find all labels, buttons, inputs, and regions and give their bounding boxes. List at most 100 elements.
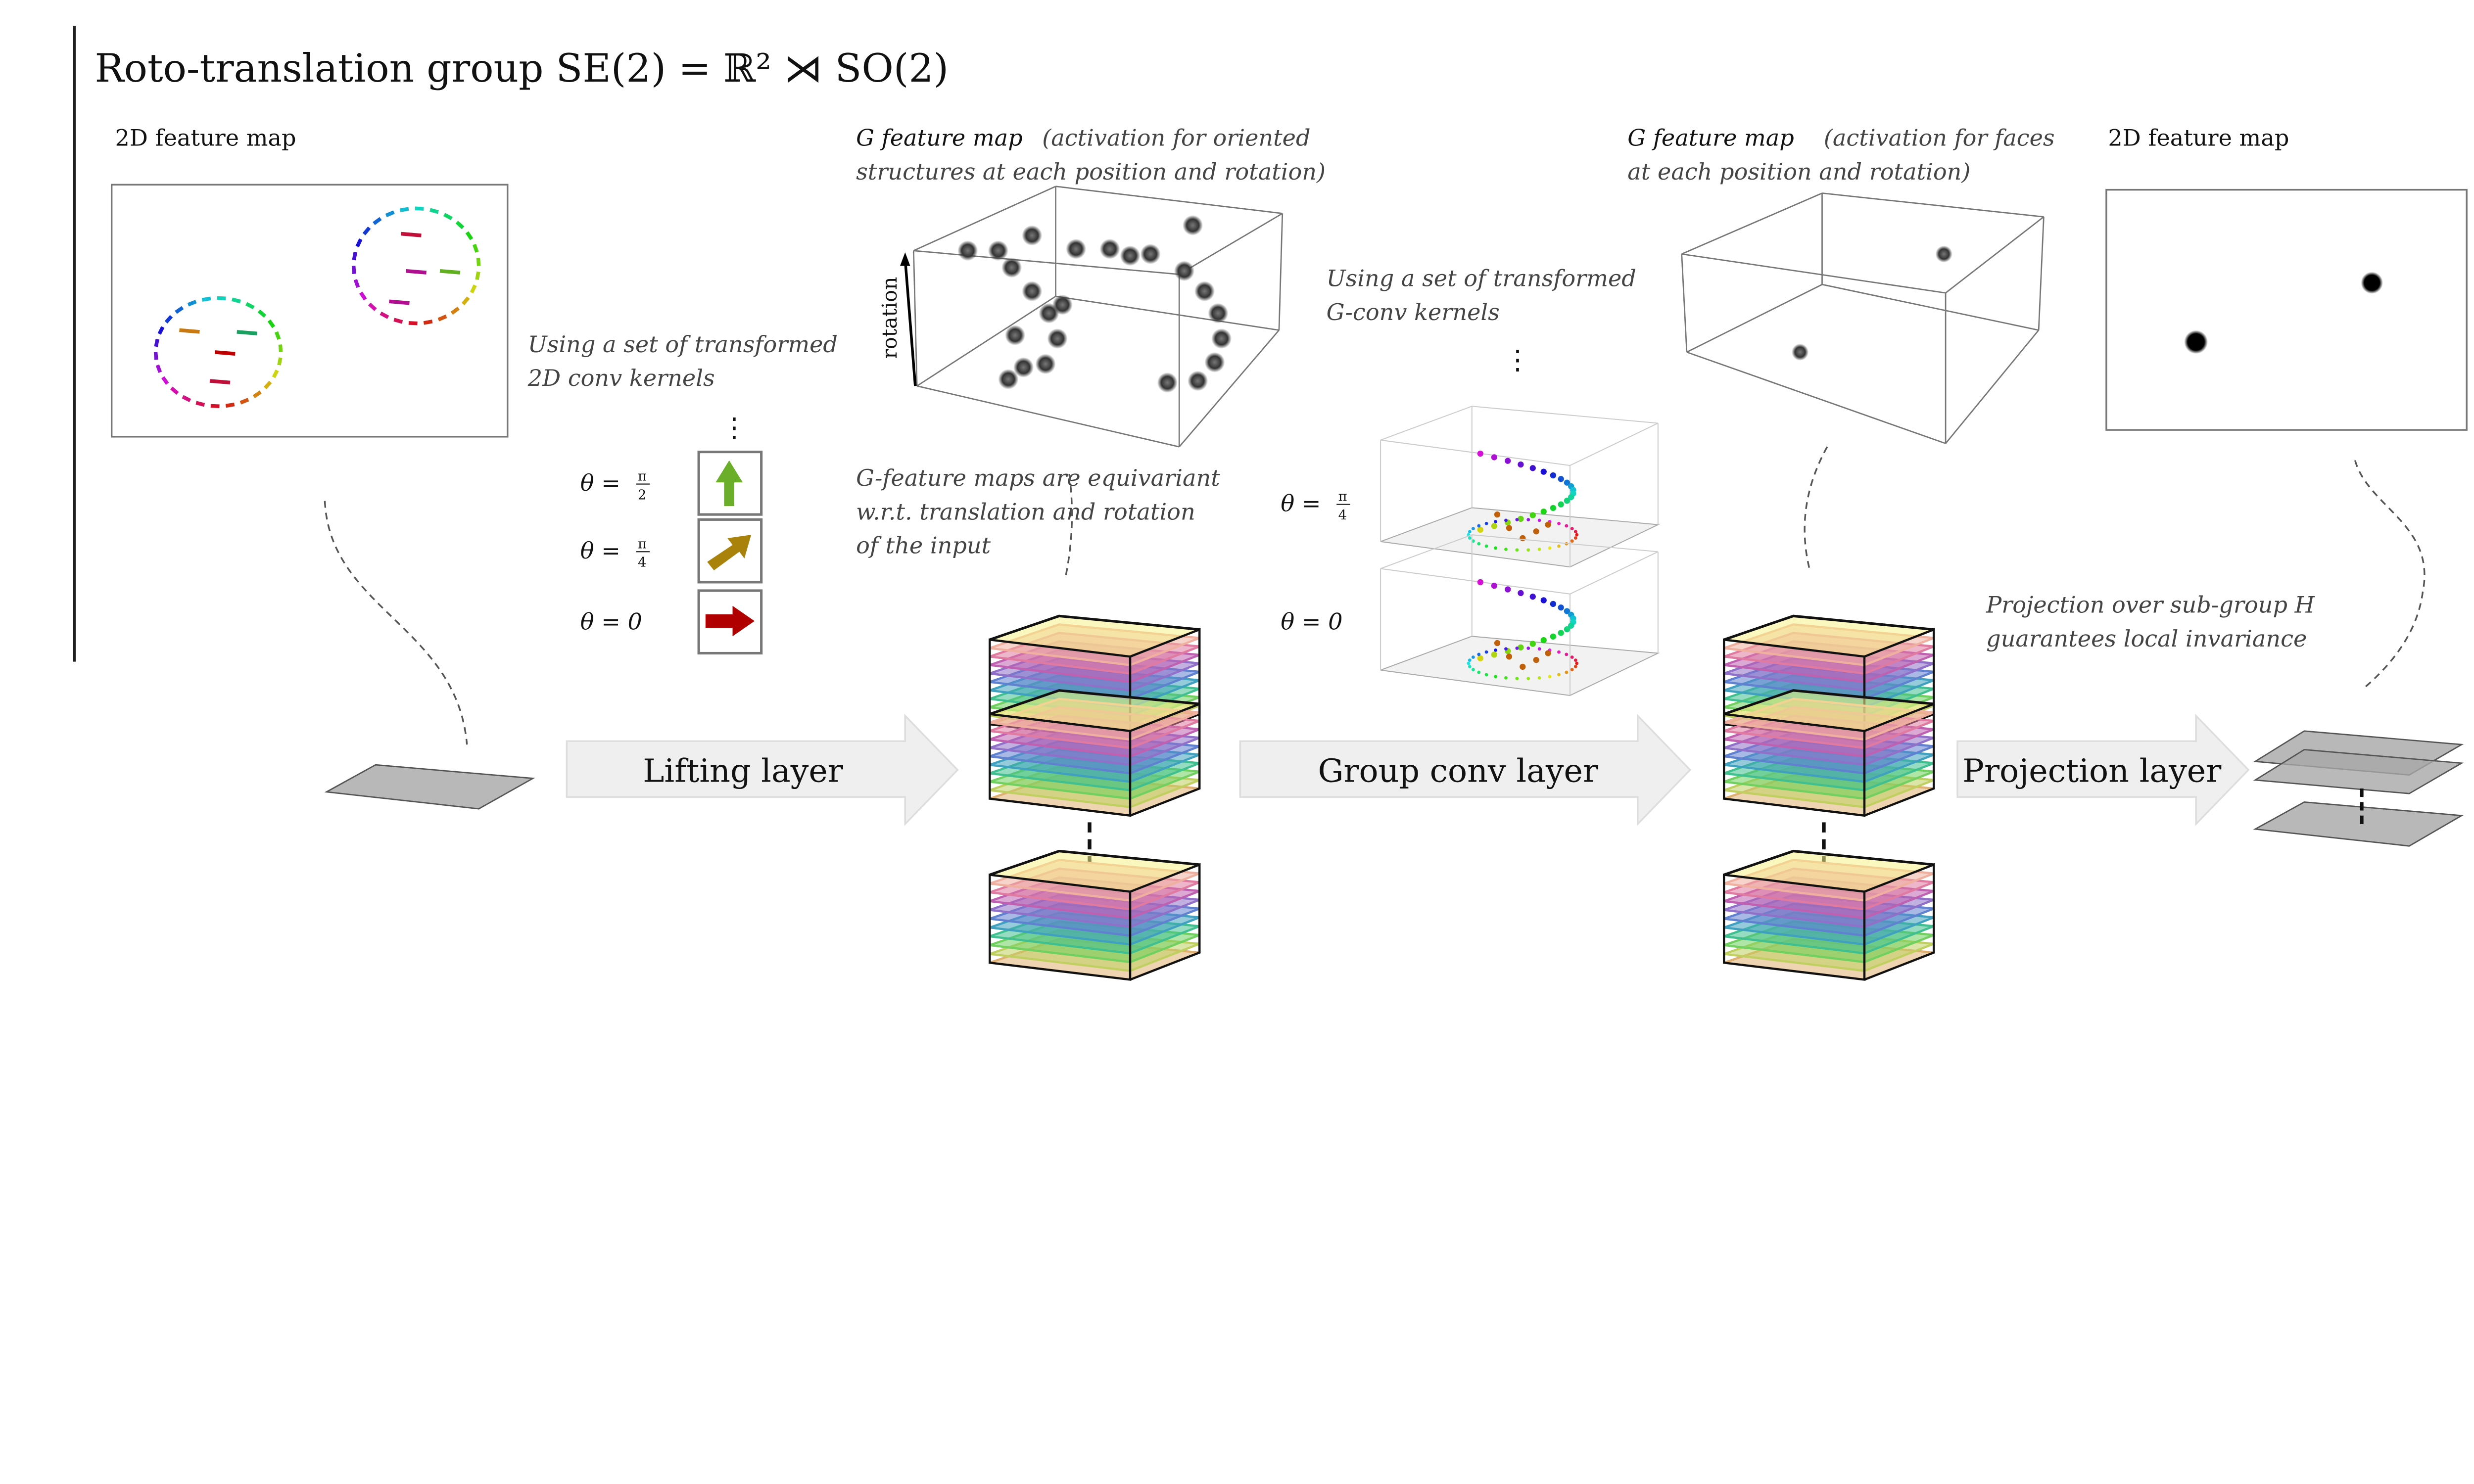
rotation-axis-arrow xyxy=(904,259,917,386)
ring-dot xyxy=(1573,536,1577,540)
ring-dot xyxy=(1471,668,1475,671)
ring-dot xyxy=(1573,530,1577,534)
ring-dot xyxy=(1477,524,1481,528)
spiral-dot xyxy=(1477,655,1483,661)
orientation-dash xyxy=(195,401,205,407)
feature-stack xyxy=(1722,614,1935,981)
ring-dot xyxy=(1494,546,1498,550)
kernel-edge xyxy=(1570,422,1659,466)
ring-dot xyxy=(1570,527,1574,531)
activation-blob xyxy=(1005,325,1026,346)
input-plane xyxy=(324,764,535,810)
box-edge xyxy=(916,385,1180,448)
activation-blob xyxy=(1066,238,1087,259)
cube-top xyxy=(989,614,1200,641)
spiral-dot xyxy=(1568,622,1574,629)
feature-dash xyxy=(179,328,200,334)
cube-side xyxy=(1864,863,1935,981)
ring-dot xyxy=(1484,673,1488,677)
spiral-dot xyxy=(1564,626,1570,633)
orientation-dash xyxy=(154,338,159,347)
kernel-dot xyxy=(1506,525,1513,531)
activation-blob xyxy=(1211,328,1232,349)
ring-dot xyxy=(1515,518,1519,521)
face-activation-2 xyxy=(2361,272,2383,294)
spiral-dot xyxy=(1540,468,1547,475)
equivariance-note-2: w.r.t. translation and rotation xyxy=(856,498,1195,525)
ring-dot xyxy=(1565,652,1569,656)
activation-blob xyxy=(1208,303,1229,324)
box-edge xyxy=(1681,192,1823,255)
right-feature-map xyxy=(2105,188,2468,431)
kernel-dot xyxy=(1506,653,1513,660)
kernel-edge xyxy=(1380,439,1570,466)
ring-dot xyxy=(1477,542,1481,546)
ring-dot xyxy=(1526,646,1530,650)
kernel-dot xyxy=(1520,663,1526,670)
orientation-dash xyxy=(423,320,433,325)
spiral-dot xyxy=(1518,590,1524,597)
g-map-2-label-it: (activation for faces xyxy=(1824,125,2055,151)
ring-dot xyxy=(1468,658,1472,662)
kernel-dot xyxy=(1520,535,1526,542)
orientation-dash xyxy=(355,238,363,247)
ring-dot xyxy=(1565,670,1569,674)
orientation-dash xyxy=(267,319,276,328)
equivariance-note-1: G-feature maps are equivariant xyxy=(856,464,1220,491)
connector-lines xyxy=(324,446,2426,745)
output-planes xyxy=(2253,730,2464,847)
spiral-dot xyxy=(1550,633,1557,640)
feature-stack xyxy=(989,614,1201,981)
box-edge xyxy=(1686,283,1823,353)
kernel-plane xyxy=(1380,507,1660,568)
orientation-dash xyxy=(380,311,389,319)
projection-note-1: Projection over sub-group H xyxy=(1986,591,2315,618)
kernel-row-0: θ = 0 xyxy=(580,589,763,655)
box-edge xyxy=(1945,329,2040,444)
svg-text:θ =: θ = xyxy=(580,469,620,496)
orientation-dash xyxy=(408,321,418,325)
svg-text:π: π xyxy=(1338,489,1347,505)
spiral-dot xyxy=(1540,509,1547,515)
spiral-dot xyxy=(1558,501,1564,508)
ring-dot xyxy=(1504,647,1508,651)
orientation-dash xyxy=(415,206,424,211)
ring-dot xyxy=(1494,648,1498,652)
orientation-dash xyxy=(472,243,479,253)
ring-dot xyxy=(1557,544,1561,548)
spiral-dot xyxy=(1550,601,1557,607)
feature-dash xyxy=(439,269,461,275)
ring-dot xyxy=(1537,676,1541,680)
orientation-dash xyxy=(225,402,235,408)
ring-dot xyxy=(1537,647,1541,651)
orientation-dash xyxy=(272,369,279,378)
feature-dash xyxy=(209,379,231,385)
svg-text:Lifting layer: Lifting layer xyxy=(643,752,844,789)
activation-blob xyxy=(1052,294,1073,315)
g-map-2-label-line1: G feature map xyxy=(1627,125,1794,151)
orientation-dash xyxy=(239,398,249,405)
ring-dot xyxy=(1570,668,1574,671)
lifting-kernels-caption-1: Using a set of transformed xyxy=(528,331,838,358)
orientation-dash xyxy=(353,279,360,288)
spiral-dot xyxy=(1529,465,1536,471)
equivariance-note-3: of the input xyxy=(856,532,991,559)
box-edge xyxy=(913,250,1180,275)
spiral-dot xyxy=(1564,608,1570,614)
svg-text:θ =: θ = xyxy=(580,537,620,564)
svg-text:Projection layer: Projection layer xyxy=(1962,752,2222,789)
spiral-dot xyxy=(1529,594,1536,600)
activation-blob xyxy=(957,240,978,261)
cube-top xyxy=(1723,689,1934,716)
kernel-edge xyxy=(1380,406,1473,441)
activation-blob xyxy=(1157,372,1178,393)
activation-blob xyxy=(1174,261,1194,281)
g-feature-map-1-cube xyxy=(913,186,1284,448)
spiral-dot xyxy=(1558,604,1564,611)
svg-text:Group conv layer: Group conv layer xyxy=(1318,752,1599,789)
orientation-dash xyxy=(155,364,162,373)
orientation-dash xyxy=(368,302,377,311)
orientation-dash xyxy=(461,296,470,305)
ring-dot xyxy=(1515,677,1519,681)
